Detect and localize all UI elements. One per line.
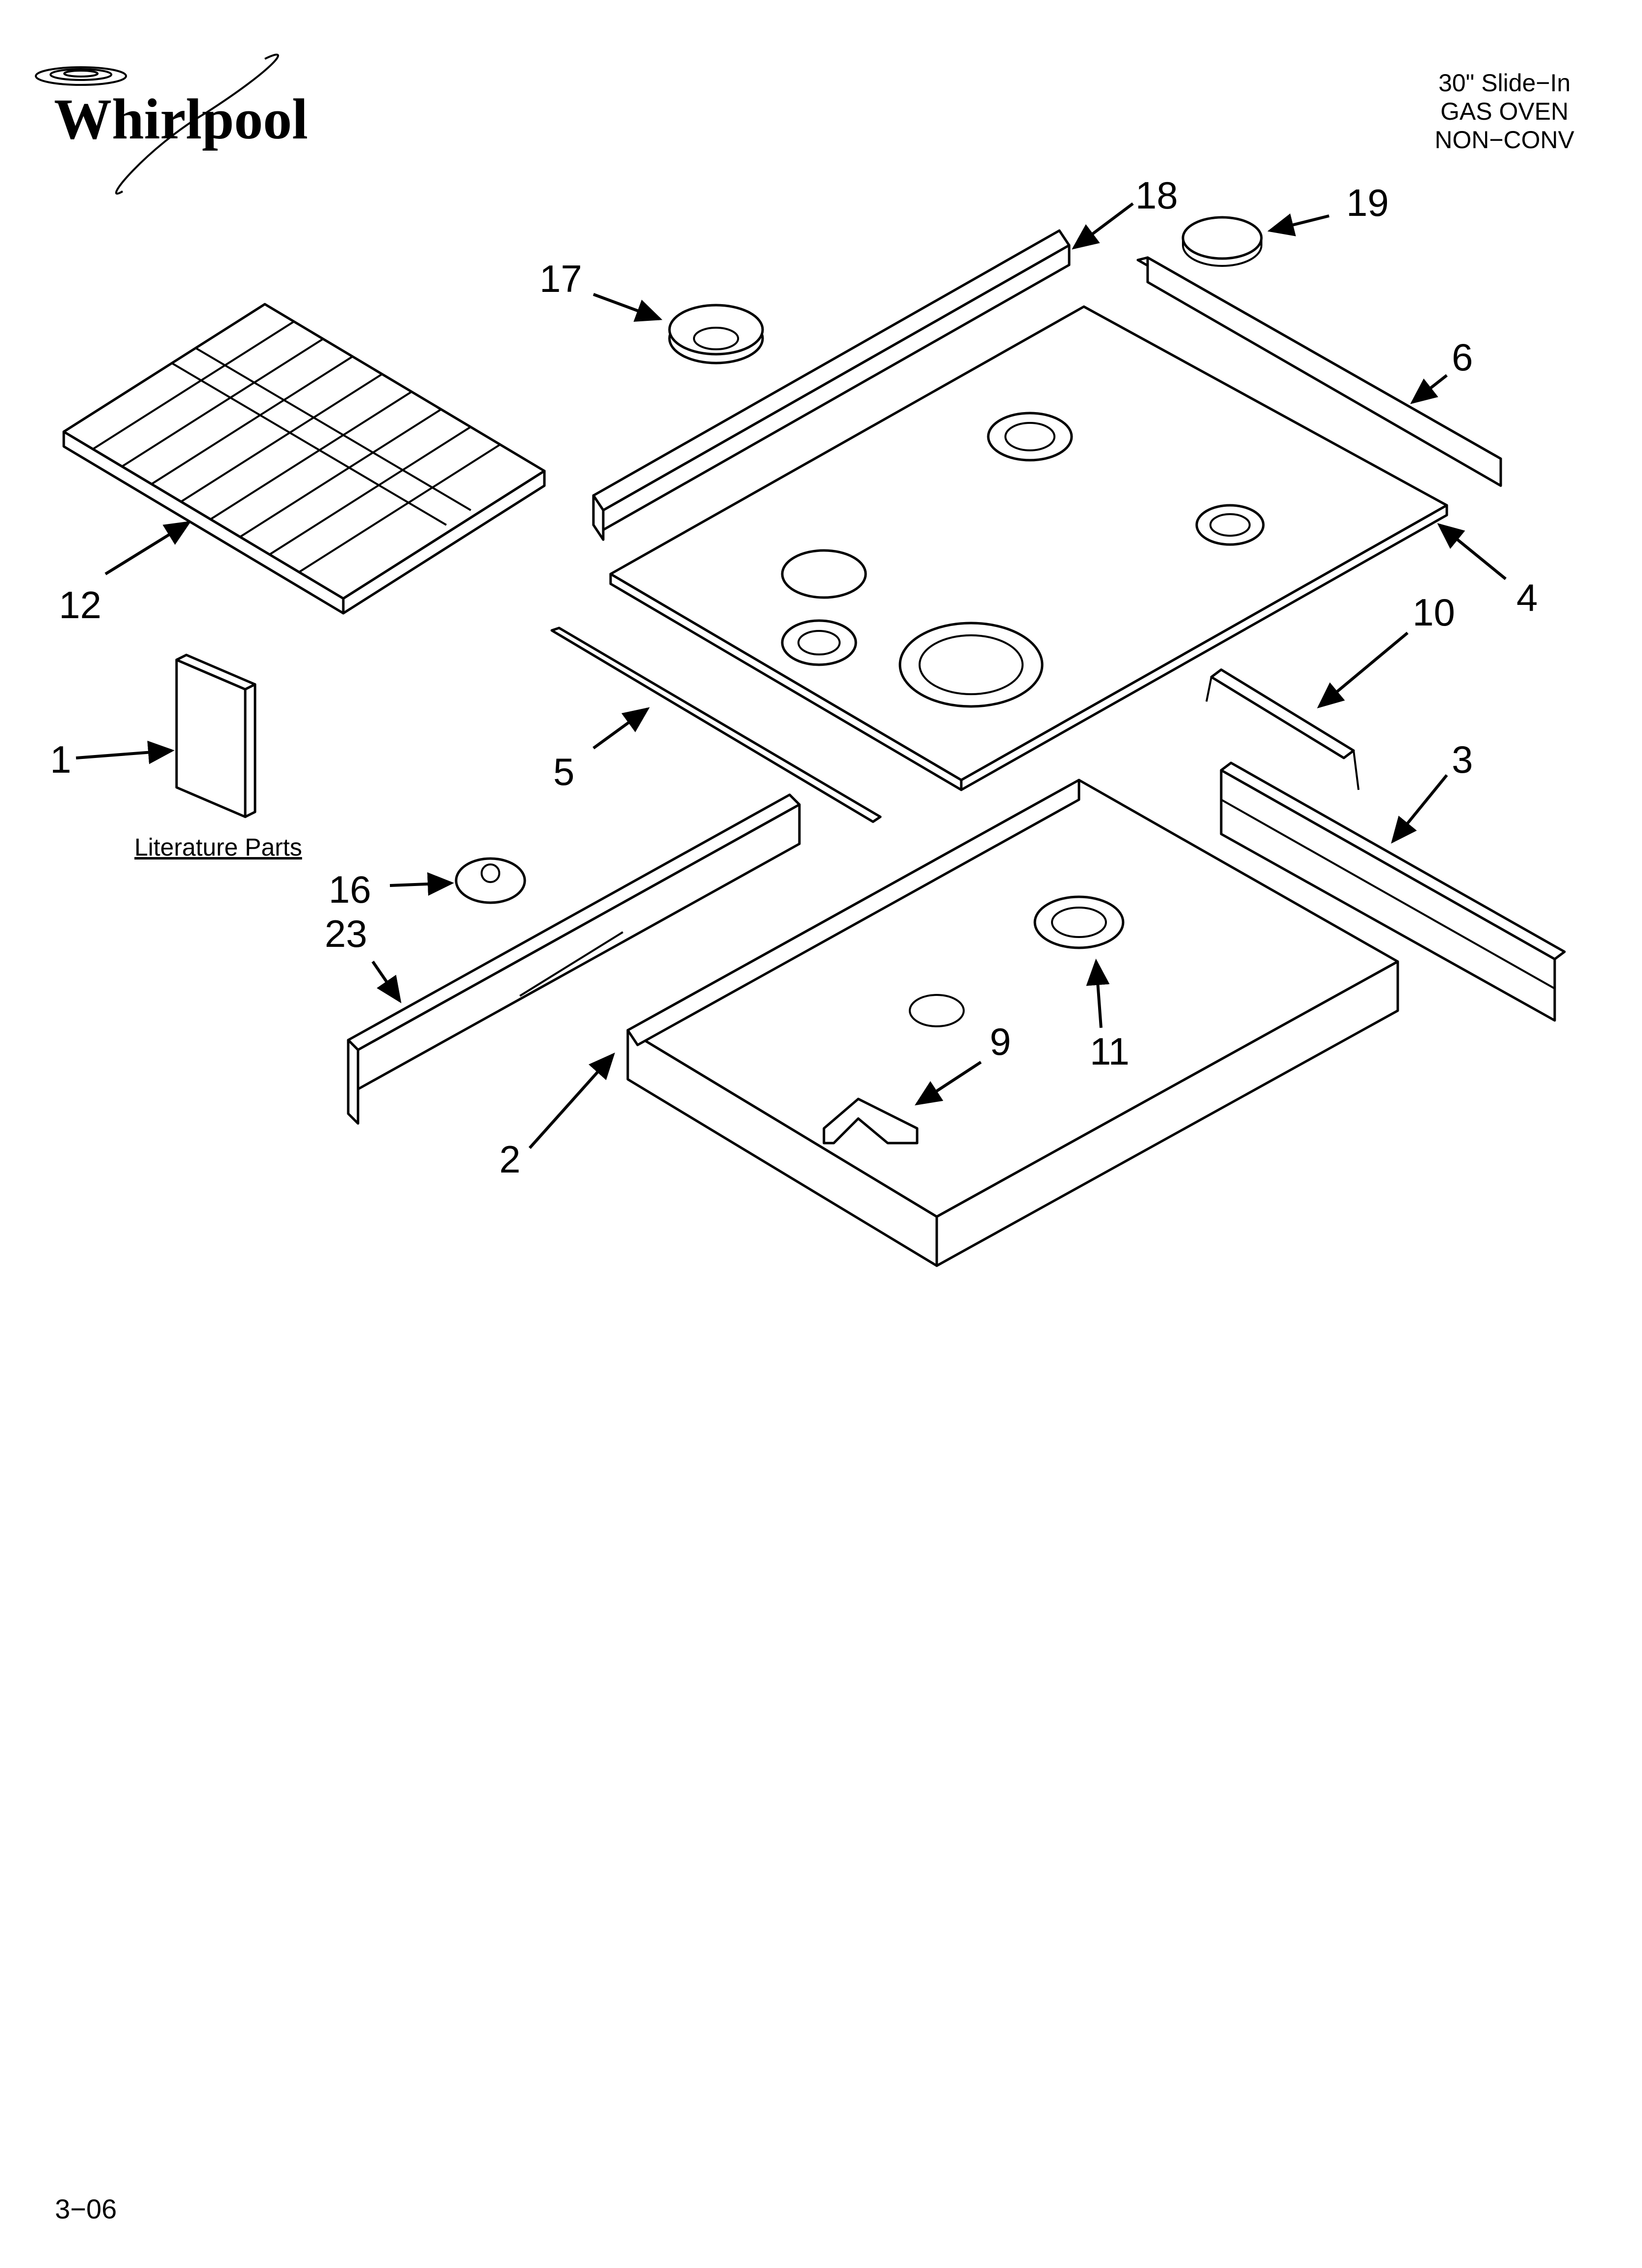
callout-12: 12 — [59, 583, 102, 626]
part-23-vent-panel — [347, 793, 801, 1125]
callout-4: 4 — [1516, 576, 1538, 619]
part-6-side-trim — [1136, 256, 1502, 487]
callout-17: 17 — [539, 257, 582, 300]
callout-9: 9 — [990, 1020, 1011, 1063]
part-9-bracket — [822, 1097, 919, 1145]
callout-labels: 12 1 17 18 19 6 4 10 5 3 16 23 2 9 11 — [50, 174, 1538, 1181]
part-1-literature — [175, 653, 257, 818]
callout-6: 6 — [1452, 336, 1473, 379]
svg-text:Whirlpool: Whirlpool — [54, 87, 308, 151]
part-11-burner — [1033, 895, 1125, 949]
callout-1: 1 — [50, 738, 71, 781]
part-10-bracket — [1206, 668, 1360, 790]
callout-16: 16 — [329, 868, 371, 911]
callout-5: 5 — [553, 750, 574, 793]
part-16-igniter — [455, 857, 526, 904]
part-12-grate — [62, 303, 546, 615]
callout-arrows — [76, 202, 1507, 1149]
part-3-side-rail — [1220, 761, 1566, 1022]
part-18-rear-trim — [592, 229, 1071, 541]
callout-19: 19 — [1346, 181, 1389, 224]
part-19-cap — [1181, 216, 1263, 267]
model-description: 30" Slide−In GAS OVEN NON−CONV — [1435, 69, 1574, 154]
part-17-burner-base — [668, 304, 764, 365]
model-line-2: GAS OVEN — [1440, 98, 1569, 125]
part-5-front-trim — [550, 626, 882, 823]
callout-18: 18 — [1135, 174, 1178, 217]
literature-parts-label: Literature Parts — [134, 834, 302, 861]
callout-23: 23 — [325, 912, 367, 955]
model-line-1: 30" Slide−In — [1438, 69, 1571, 97]
part-2-burner-box — [626, 779, 1399, 1267]
callout-3: 3 — [1452, 738, 1473, 781]
revision-code: 3−06 — [55, 2193, 117, 2224]
callout-11: 11 — [1090, 1030, 1129, 1073]
whirlpool-logo: Whirlpool — [35, 53, 308, 195]
model-line-3: NON−CONV — [1435, 126, 1574, 154]
callout-2: 2 — [499, 1138, 520, 1181]
part-4-cooktop — [609, 305, 1448, 791]
callout-10: 10 — [1412, 591, 1455, 634]
